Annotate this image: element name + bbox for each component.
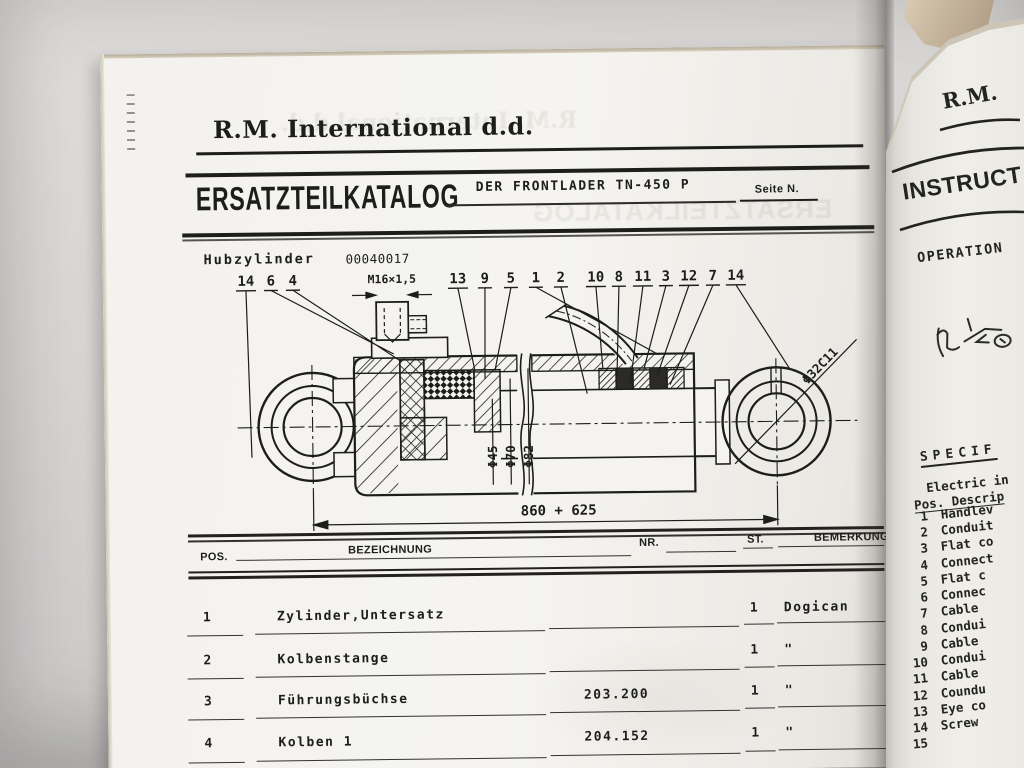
hydraulic-hose	[544, 303, 639, 366]
item-pos: 14	[912, 719, 929, 736]
row-name: Kolbenstange	[277, 651, 390, 668]
item-pos: 6	[919, 589, 929, 605]
page-left-edge	[100, 54, 113, 768]
col-header-name: BEZEICHNUNG	[348, 543, 433, 557]
item-pos: 2	[919, 524, 929, 540]
eye-dia-label: Φ32C11	[799, 344, 841, 387]
hand-sketch	[936, 317, 1012, 358]
row-note: Dogican	[783, 599, 850, 616]
length-dim-label: 860 + 625	[521, 503, 597, 520]
row-line	[549, 625, 740, 630]
item-pos: 1	[919, 508, 929, 524]
callout: 13	[449, 271, 466, 287]
spec-item: 15	[909, 734, 941, 752]
callout: 4	[289, 273, 298, 289]
row-line	[255, 673, 546, 678]
row-line	[256, 714, 547, 719]
callout-underlines	[235, 283, 746, 292]
right-section-heading: SPECIF	[919, 442, 998, 468]
row-line	[188, 761, 245, 764]
callout: 14	[727, 268, 744, 284]
callout: 6	[267, 273, 276, 289]
col-header-nr: NR.	[638, 536, 659, 550]
piston-seals	[598, 366, 685, 391]
row-name: Zylinder,Untersatz	[276, 607, 445, 625]
callout: 10	[587, 269, 604, 285]
row-pos: 1	[202, 610, 213, 626]
photocopy-smudge	[527, 636, 789, 760]
row-line	[188, 718, 245, 721]
item-pos: 11	[912, 670, 929, 687]
row-line	[744, 623, 775, 626]
item-pos: 8	[919, 622, 929, 638]
item-desc: Cable	[940, 599, 980, 619]
part-number: 00040017	[345, 250, 410, 267]
registration-ticks	[126, 94, 136, 151]
item-desc: Screw	[940, 713, 980, 733]
dia-45: Φ45	[485, 445, 500, 468]
item-desc: Connect	[940, 550, 995, 571]
hydraulic-cylinder-drawing: 14 6 4 13 9 5 1 2 10 8 11 3 12 7 14 M16×…	[235, 268, 858, 531]
item-desc: Eye co	[940, 697, 987, 717]
callout: 2	[556, 270, 565, 286]
header-rule-1	[196, 144, 864, 156]
row-line	[256, 757, 547, 762]
thread-label: M16×1,5	[367, 272, 416, 287]
item-pos: 13	[912, 703, 929, 720]
page-number-label: Seite N.	[754, 183, 800, 196]
callout: 9	[481, 271, 490, 287]
item-desc	[940, 734, 942, 749]
row-pos: 3	[203, 694, 214, 710]
item-pos: 3	[919, 540, 929, 556]
item-pos: 5	[919, 573, 929, 589]
item-pos: 4	[919, 557, 929, 573]
right-page: R.M. INSTRUCT OPERATION SPECIF Electric …	[886, 24, 1024, 768]
row-line	[255, 630, 546, 635]
callout: 12	[680, 268, 697, 284]
item-desc: Condui	[940, 648, 987, 668]
callout: 8	[614, 269, 623, 285]
diameter-lines	[491, 368, 530, 485]
part-name: Hubzylinder	[203, 250, 316, 269]
page-top-edge	[100, 44, 885, 59]
gland-seals	[391, 351, 502, 461]
left-page: R.M. International d.d. ERSATZTEILKATALO…	[100, 44, 893, 768]
rod-left	[500, 389, 519, 460]
row-line	[187, 677, 244, 680]
row-name: Kolben 1	[278, 734, 354, 751]
item-pos: 12	[912, 687, 929, 704]
callout: 14	[237, 274, 254, 290]
item-desc: Condui	[940, 616, 987, 636]
dia-70: Φ70	[503, 445, 518, 468]
row-line	[187, 634, 244, 637]
callout: 1	[532, 270, 541, 286]
col-header-pos: POS.	[200, 551, 228, 564]
callout: 5	[507, 270, 516, 286]
eye-dia-leader	[734, 338, 858, 465]
model-title: DER FRONTLADER TN-450 P	[475, 177, 691, 195]
length-dimension	[311, 485, 780, 531]
item-pos: 9	[919, 638, 929, 654]
row-pos: 4	[204, 736, 214, 752]
row-name: Führungsbüchse	[277, 691, 409, 709]
row-st: 1	[749, 600, 760, 616]
callout: 11	[634, 269, 651, 285]
item-pos: 15	[912, 735, 929, 752]
callout: 7	[708, 268, 717, 284]
header-rule-2	[185, 165, 870, 178]
callout: 3	[661, 269, 670, 285]
item-pos: 7	[919, 605, 929, 621]
leader-lines	[245, 284, 791, 458]
item-desc: Connec	[940, 583, 987, 603]
item-desc: Cable	[940, 664, 980, 684]
dia-82: Φ82	[521, 445, 536, 468]
row-pos: 2	[203, 653, 213, 669]
catalog-title: ERSATZTEILKATALOG	[195, 177, 460, 218]
thread-dimension	[352, 290, 433, 300]
brand-title: R.M. International d.d.	[212, 111, 534, 145]
item-pos: 10	[912, 654, 929, 671]
cylinder-assembly	[235, 283, 858, 531]
col-header-st: ST.	[746, 533, 764, 546]
right-page-rules	[891, 118, 1024, 232]
